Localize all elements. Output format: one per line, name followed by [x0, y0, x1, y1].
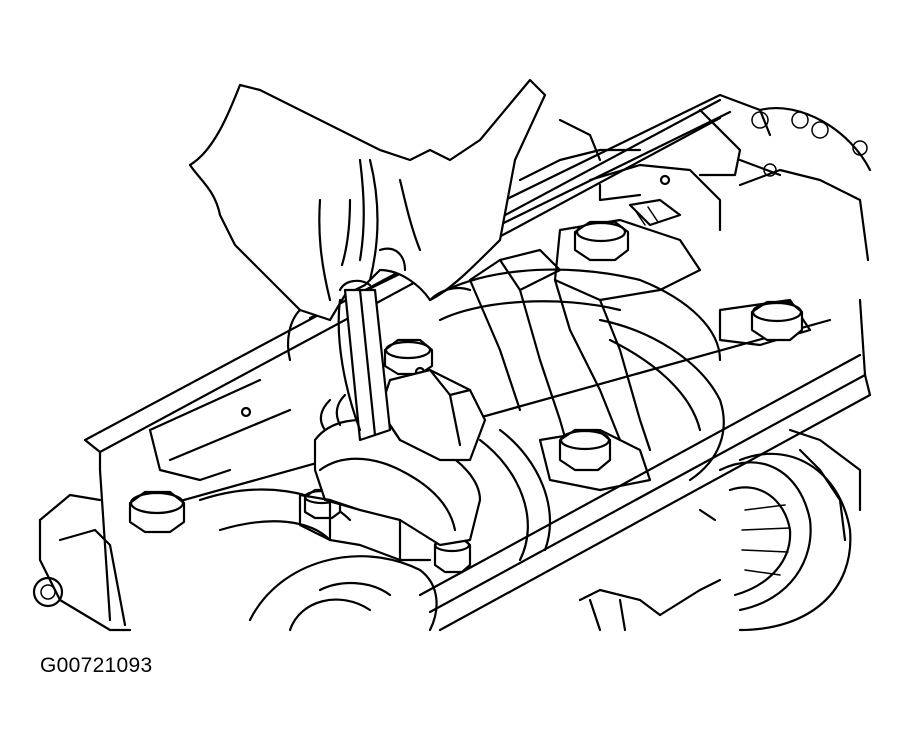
- block-left-side: [32, 378, 292, 632]
- cap-bolts: [128, 174, 804, 574]
- figure-code: G00721093: [40, 654, 153, 677]
- crankshaft: [198, 268, 852, 632]
- lower-block-details: [318, 428, 862, 632]
- main-bearing-caps: [468, 198, 812, 492]
- rear-housing: [738, 107, 872, 262]
- hand-holding-tool: [188, 78, 547, 442]
